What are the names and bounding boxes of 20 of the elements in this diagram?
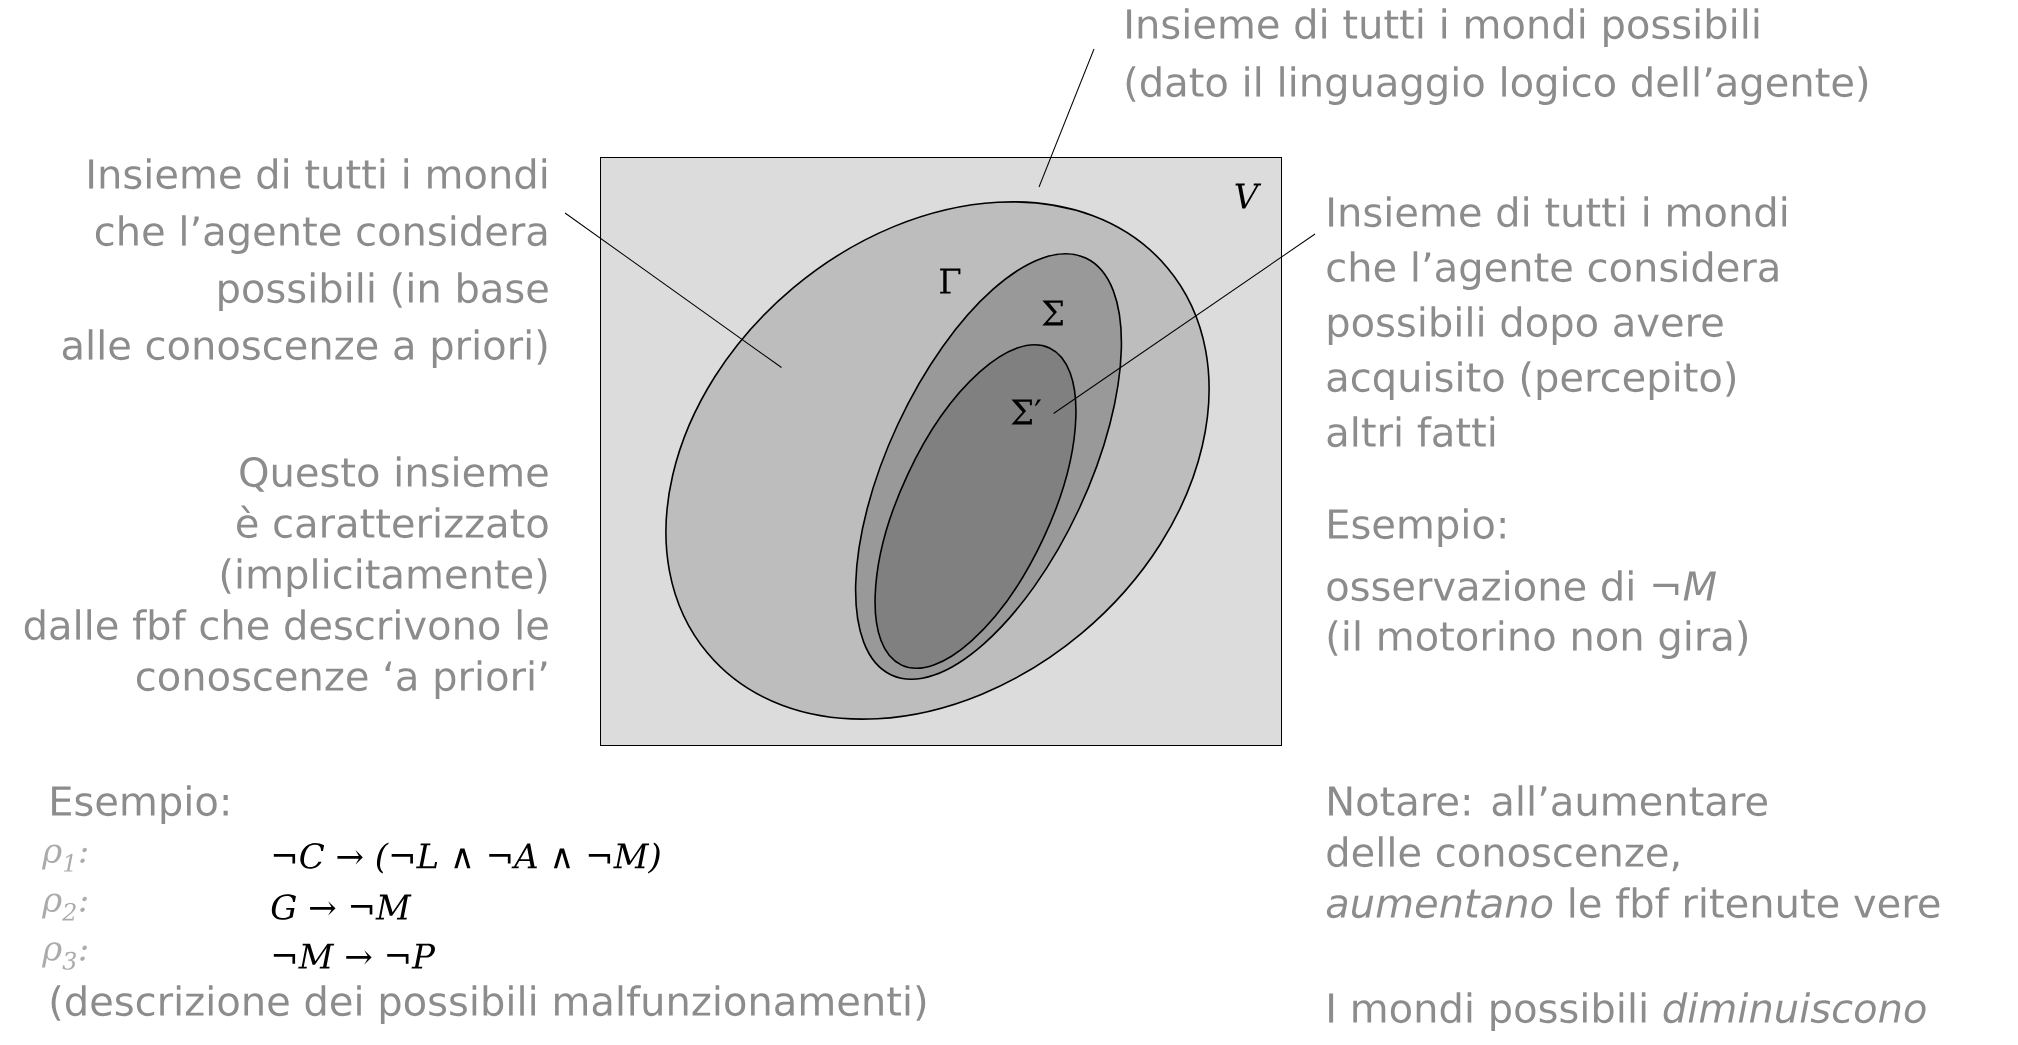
note-text: (descrizione dei possibili malfunzionamenti) <box>51 985 926 1024</box>
ellipse-region: Σ′ <box>874 344 1077 669</box>
leader-line <box>1038 48 1095 188</box>
note-text: Esempio: <box>1329 508 1505 547</box>
rule-label: ρ$_{2}$: <box>41 893 87 921</box>
note-text: Esempio: <box>52 785 228 824</box>
rule-label: ρ$_{1}$: <box>41 844 87 872</box>
callout-text: Insieme di tutti i mondi possibili (dato il linguaggio logico dell’agente) <box>1126 8 1868 105</box>
callout-text: Insieme di tutti i mondi che l’agente considera possibili (in base alle conoscenze a priori) <box>62 158 548 368</box>
note-text: osservazione di ¬M (il motorino non gira) <box>1327 570 1748 659</box>
formula: G → ¬M <box>271 894 412 920</box>
formula: ¬C → (¬L ∧ ¬A ∧ ¬M) <box>273 842 660 874</box>
leader-line <box>564 212 782 368</box>
formula: ¬M → ¬P <box>273 943 435 969</box>
rule-label: ρ$_{3}$: <box>41 942 87 970</box>
leader-line <box>1053 233 1316 414</box>
note-text: I mondi possibili diminuiscono <box>1329 992 1926 1031</box>
note-text: Questo insieme è caratterizzato (implicitamente) dalle fbf che descrivono le conoscenze ‘a priori’ <box>24 456 548 699</box>
note-text: Notare: all’aumentare delle conoscenze, aumentano le fbf ritenute vere <box>1326 785 1940 919</box>
callout-text: Insieme di tutti i mondi che l’agente considera possibili dopo avere acquisito (percepito) altri fatti <box>1327 196 1787 448</box>
